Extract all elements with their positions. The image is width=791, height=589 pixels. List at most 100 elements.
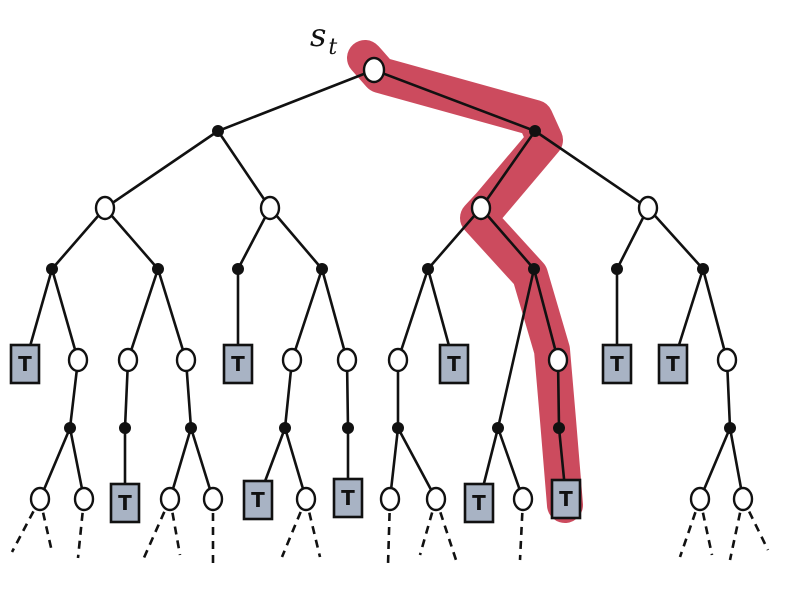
- state-node: [425, 486, 447, 512]
- state-node: [379, 486, 401, 512]
- tree-edge: [126, 267, 160, 362]
- terminal-label: T: [341, 486, 355, 510]
- terminal-node: T: [463, 482, 495, 524]
- tree-edge: [496, 267, 536, 430]
- tree-edge: [283, 426, 308, 501]
- tree-edge: [50, 206, 107, 271]
- state-node: [202, 486, 224, 512]
- state-node: [159, 486, 181, 512]
- continuation-edge: [728, 498, 745, 561]
- action-node: [529, 125, 541, 137]
- state-node: [512, 486, 534, 512]
- continuation-edge: [304, 498, 322, 558]
- state-node: [470, 195, 492, 221]
- continuation-edge: [678, 498, 702, 558]
- state-node: [175, 347, 197, 373]
- terminal-node: T: [109, 482, 141, 524]
- terminal-node: T: [332, 477, 364, 519]
- tree-edge: [396, 267, 430, 362]
- terminal-label: T: [559, 487, 573, 511]
- state-node: [94, 195, 116, 221]
- action-node: [392, 422, 404, 434]
- state-node: [387, 347, 409, 373]
- continuation-edge: [518, 498, 525, 561]
- action-node: [492, 422, 504, 434]
- continuation-edge: [168, 498, 182, 556]
- terminal-label: T: [18, 352, 32, 376]
- tree-edge: [496, 426, 525, 501]
- tree-edge: [103, 206, 160, 271]
- state-node: [117, 347, 139, 373]
- tree-edge: [372, 68, 537, 133]
- tree-edge: [320, 267, 349, 362]
- tree-edge: [533, 129, 650, 210]
- continuation-edge: [386, 498, 392, 566]
- action-node: [553, 422, 565, 434]
- tree-edge: [426, 206, 483, 271]
- terminal-box: [550, 478, 582, 520]
- tree-edge: [698, 426, 732, 501]
- tree-edge: [189, 426, 215, 501]
- continuation-edge: [76, 498, 86, 559]
- tree-edge: [479, 206, 536, 271]
- terminal-label: T: [447, 352, 461, 376]
- root-state-label-main: s: [310, 16, 326, 54]
- tree-edge: [290, 267, 324, 362]
- state-node: [732, 486, 754, 512]
- root-state-node: [362, 56, 386, 84]
- continuation-edge: [741, 498, 770, 551]
- terminal-label: T: [118, 491, 132, 515]
- terminal-label: T: [666, 352, 680, 376]
- state-node: [716, 347, 738, 373]
- tree-edge: [156, 267, 188, 362]
- action-node: [152, 263, 164, 275]
- tree-edge: [38, 426, 72, 501]
- terminal-box: [109, 482, 141, 524]
- terminal-box: [463, 482, 495, 524]
- continuation-edge: [141, 498, 172, 561]
- terminal-box: [332, 477, 364, 519]
- state-node: [29, 486, 51, 512]
- continuation-edge: [280, 498, 308, 558]
- tree-edge: [646, 206, 705, 271]
- terminal-node: T: [657, 343, 689, 385]
- tree-edge: [216, 129, 272, 210]
- continuation-edge: [698, 498, 714, 556]
- terminal-node: T: [601, 343, 633, 385]
- action-node: [316, 263, 328, 275]
- tree-edge: [168, 426, 193, 501]
- root-state-label: st: [310, 16, 337, 60]
- action-node: [697, 263, 709, 275]
- terminal-node: T: [9, 343, 41, 385]
- terminal-box: [657, 343, 689, 385]
- state-node: [637, 195, 659, 221]
- terminal-box: [222, 343, 254, 385]
- tree-edge: [701, 267, 729, 362]
- tree-edge: [268, 206, 324, 271]
- action-node: [724, 422, 736, 434]
- state-node: [73, 486, 95, 512]
- terminal-box: [601, 343, 633, 385]
- action-node: [212, 125, 224, 137]
- state-node: [281, 347, 303, 373]
- tree-edge: [216, 68, 376, 133]
- terminal-node: T: [222, 343, 254, 385]
- state-node: [689, 486, 711, 512]
- terminal-box: [9, 343, 41, 385]
- root-state-label-sub: t: [328, 35, 337, 60]
- terminal-box: [438, 343, 470, 385]
- tree-edge: [103, 129, 220, 210]
- terminal-label: T: [231, 352, 245, 376]
- tree-edge: [50, 267, 80, 362]
- terminal-node: T: [242, 479, 274, 521]
- action-node: [232, 263, 244, 275]
- continuation-edge: [38, 498, 54, 553]
- state-node: [336, 347, 358, 373]
- action-node: [342, 422, 354, 434]
- state-node: [547, 347, 569, 373]
- tree-edge: [396, 426, 438, 501]
- action-node: [611, 263, 623, 275]
- terminal-node: T: [438, 343, 470, 385]
- action-node: [46, 263, 58, 275]
